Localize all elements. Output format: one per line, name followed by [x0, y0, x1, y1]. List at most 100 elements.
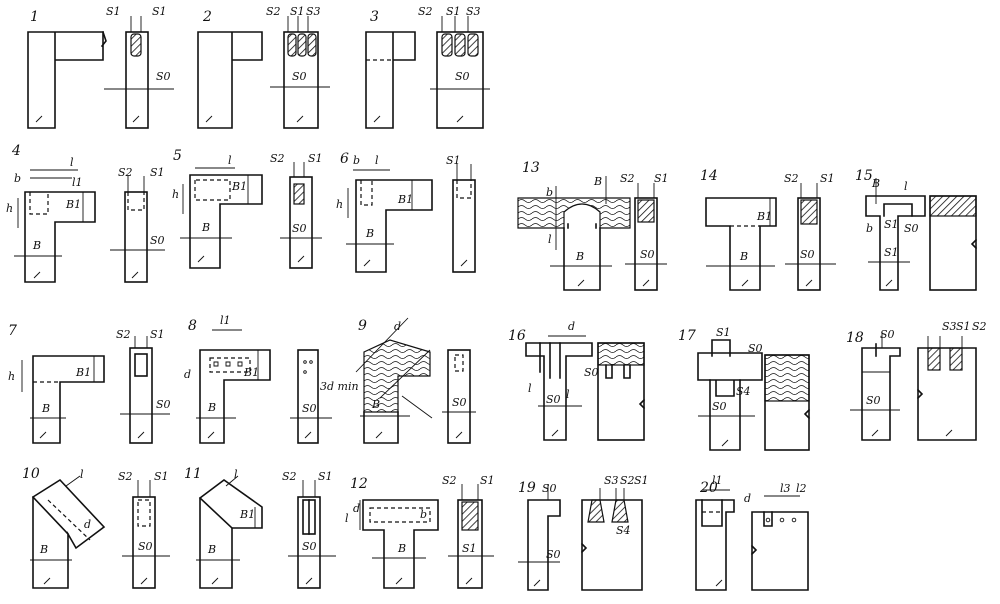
b1-label: B1: [239, 508, 255, 521]
s-b: S1: [308, 152, 323, 165]
s0-label: S0: [452, 396, 467, 409]
b-label: b: [353, 154, 360, 167]
diagram-number: 19: [518, 480, 536, 496]
s-right: S1: [152, 5, 167, 18]
s0-label: S0: [455, 70, 470, 83]
s-a: S2: [972, 320, 987, 333]
s-b: S1: [446, 154, 461, 167]
l3-label: l3: [780, 482, 791, 495]
s0-label: S0: [156, 70, 171, 83]
diagram-number: 18: [846, 330, 864, 346]
s4-label: S4: [616, 524, 631, 537]
b1-label: B1: [75, 366, 91, 379]
diagram-number: 7: [8, 323, 17, 339]
d-label: d: [394, 320, 401, 333]
h-label: h: [8, 370, 15, 383]
s-b: S1: [820, 172, 835, 185]
diagram-number: 1: [30, 9, 39, 25]
bb-label: B: [207, 401, 216, 414]
s0b-label: S0: [584, 366, 599, 379]
s-c: S3: [604, 474, 619, 487]
diagram-number: 16: [508, 328, 526, 344]
s-a: S2: [784, 172, 799, 185]
diagram-number: 8: [188, 318, 197, 334]
diagram-number: 11: [184, 466, 202, 482]
l-label: l: [228, 154, 232, 167]
d-label: d: [184, 368, 191, 381]
s-c: S3: [942, 320, 957, 333]
b1-label: B1: [65, 198, 81, 211]
l-label: l: [548, 233, 552, 246]
diagram-number: 6: [340, 151, 349, 167]
bb-label: B: [371, 398, 380, 411]
s0b-label: S0: [866, 394, 881, 407]
diagram-number: 9: [358, 318, 367, 334]
l-label: l: [234, 468, 238, 481]
diagram-number: 12: [350, 476, 368, 492]
l1-label: l1: [712, 474, 723, 487]
diagram-number: 15: [855, 168, 873, 184]
diagram-7: 7 h B1 B S2 S1 S0: [8, 323, 171, 444]
d-label: d: [353, 502, 360, 515]
s-a: S2: [620, 474, 635, 487]
diagram-17: 17 S1 S0 S4 S0: [678, 326, 811, 451]
s-a: S2: [266, 5, 281, 18]
diagram-12: 12 l d b B S2 S1 S1: [345, 474, 495, 589]
diagram-16: 16 d l S0 S0 l: [508, 320, 646, 441]
diagram-number: 3: [370, 9, 379, 25]
bb-top-label: B: [871, 177, 880, 190]
diagram-15: 15 B l b S1 S0 S1: [855, 168, 978, 291]
l-label: l: [375, 154, 379, 167]
b1-label: B1: [243, 366, 259, 379]
s-a: S2: [118, 166, 133, 179]
b1-label: B1: [397, 193, 413, 206]
s0-label: S0: [904, 222, 919, 235]
s0-label: S0: [542, 482, 557, 495]
bb-label: B: [207, 543, 216, 556]
l-label: l: [345, 512, 349, 525]
ll-label: l: [566, 388, 570, 401]
s-b: S1: [290, 5, 305, 18]
l-label: l: [80, 468, 84, 481]
bb-label: B: [575, 250, 584, 263]
s0-label: S0: [292, 70, 307, 83]
b1-label: B1: [231, 180, 247, 193]
l2-label: l2: [796, 482, 807, 495]
s-b: S1: [150, 166, 165, 179]
s4-label: S4: [736, 385, 751, 398]
diagram-11: 11 l B1 B S2 S1 S0: [184, 466, 336, 589]
diagram-5: 5 l h B1 B S2 S1 S0: [172, 148, 323, 269]
diagram-18: 18 S0 S0 S3 S1 S2: [846, 320, 987, 441]
bb-top-label: B: [593, 175, 602, 188]
s-b: S1: [634, 474, 649, 487]
s-a: S2: [282, 470, 297, 483]
d-label: d: [744, 492, 751, 505]
b1-label: B1: [756, 210, 772, 223]
s-b: S1: [150, 328, 165, 341]
s-a: S2: [418, 5, 433, 18]
s-a: S2: [620, 172, 635, 185]
s0-label: S0: [156, 398, 171, 411]
s-left: S1: [106, 5, 121, 18]
diagram-number: 13: [522, 160, 540, 176]
diagram-1: 1 S1 S1 S0: [27, 5, 174, 129]
dmin-label: 3d min: [320, 380, 359, 393]
diagram-3: 3 S2 S1 S3 S0: [365, 5, 490, 129]
h-label: h: [336, 198, 343, 211]
s0-label: S0: [546, 393, 561, 406]
diagram-number: 10: [22, 466, 40, 482]
s0-label: S0: [302, 540, 317, 553]
b-label: b: [420, 508, 427, 521]
s0b-label: S0: [546, 548, 561, 561]
l-label: l: [528, 382, 532, 395]
diagram-2: 2 S2 S1 S3 S0: [197, 5, 330, 129]
s1-label: S1: [716, 326, 731, 339]
diagram-6: 6 b l h B1 B S1: [336, 151, 476, 273]
diagram-number: 20: [699, 480, 718, 496]
bb-label: B: [397, 542, 406, 555]
diagram-14: 14 B1 B S2 S1 S0: [700, 168, 836, 291]
diagram-number: 4: [11, 143, 21, 159]
diagram-number: 17: [678, 328, 696, 344]
s0-label: S0: [150, 234, 165, 247]
diagram-8: 8 l1 d B1 B S0: [184, 314, 332, 444]
